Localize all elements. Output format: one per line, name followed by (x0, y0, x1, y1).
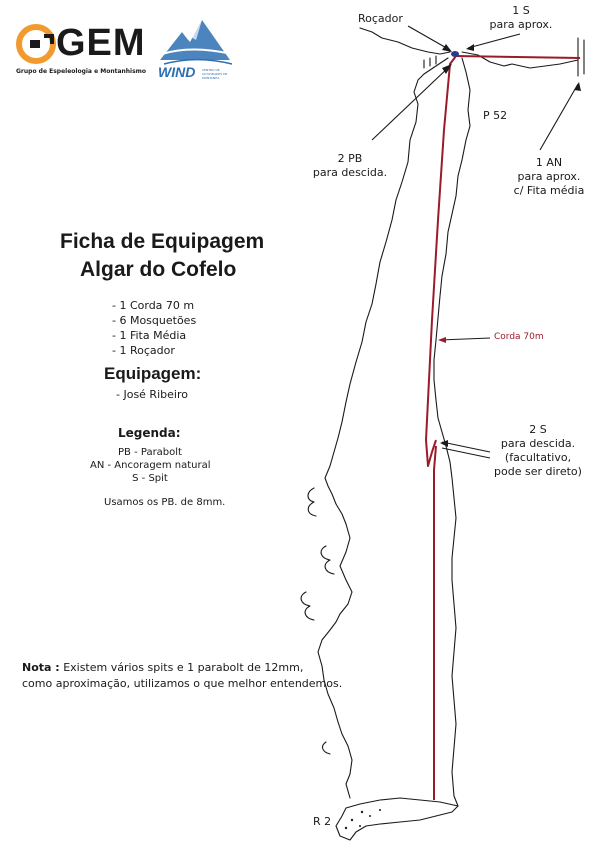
page-title-line1: Ficha de Equipagem (60, 230, 265, 253)
label-spit-top: 1 S para aprox. (486, 4, 556, 32)
material-list: - 1 Corda 70 m - 6 Mosquetões - 1 Fita M… (112, 298, 196, 358)
gem-wordmark: GEM (56, 22, 146, 64)
label-rocador: Roçador (358, 12, 403, 25)
rope-lower (433, 445, 437, 800)
arrow-spits-mid-1 (441, 441, 491, 453)
arrow-spit-top (467, 33, 521, 49)
label-spits-mid-line: (facultativo, (504, 451, 572, 464)
cave-wall-ledge-3 (300, 591, 315, 621)
arrow-an (539, 83, 579, 151)
page-title-line2: Algar do Cofelo (80, 258, 237, 281)
arrowhead-an (574, 82, 581, 91)
label-rope: Corda 70m (494, 332, 544, 342)
arrowhead-spit-top (466, 44, 474, 51)
rope-approach (455, 55, 581, 59)
floor-rubble (344, 809, 381, 830)
nota-line1: Nota : Existem vários spits e 1 parabolt… (22, 660, 342, 676)
equipagem-heading: Equipagem: (104, 364, 202, 383)
nota-label: Nota : (22, 661, 60, 674)
cave-wall-right (433, 57, 471, 807)
cave-wall-top-right (461, 51, 579, 69)
arrow-rocador (407, 25, 451, 51)
material-item: - 6 Mosquetões (112, 314, 197, 327)
arrow-spits-mid-2 (441, 447, 491, 459)
label-an-line: c/ Fita média (513, 184, 585, 197)
label-bottom: R 2 (313, 815, 332, 828)
label-spit-top-line: 1 S (512, 4, 530, 17)
cave-floor (335, 797, 459, 841)
arrow-pb (371, 65, 451, 141)
label-pb-line: para descida. (312, 166, 388, 179)
material-item: - 1 Fita Média (112, 329, 187, 342)
cave-wall-ledge-2 (320, 545, 335, 575)
wind-logo-mountain (160, 20, 233, 65)
material-item: - 1 Corda 70 m (112, 299, 195, 312)
wind-logo: WIND CENTRO DE ACTIVIDADES DE MONTANHA (158, 14, 238, 86)
arrowhead-spits-mid (440, 440, 448, 447)
label-spits-mid-line: pode ser direto) (494, 465, 582, 478)
cave-wall-left (317, 57, 449, 799)
arrowhead-pb (442, 64, 452, 74)
label-spits-mid-line: 2 S (529, 423, 547, 436)
label-pb-line: 2 PB (337, 152, 363, 165)
gem-logo: GEM Grupo de Espeleologia e Montanhismo (16, 22, 156, 82)
material-item: - 1 Roçador (112, 344, 175, 357)
cave-wall-ledge-1 (307, 487, 317, 517)
arrowhead-rocador (442, 44, 452, 52)
rope-main (425, 55, 457, 467)
gem-subtitle: Grupo de Espeleologia e Montanhismo (16, 68, 147, 75)
label-spit-top-line: para aprox. (489, 18, 553, 31)
cave-wall-ledge-4 (321, 741, 331, 755)
nota-block: Nota : Existem vários spits e 1 parabolt… (22, 660, 342, 692)
legenda-note: Usamos os PB. de 8mm. (104, 497, 226, 508)
wind-wordmark: WIND (158, 64, 196, 80)
legenda-heading: Legenda: (118, 426, 181, 440)
label-pitch: P 52 (483, 109, 508, 122)
label-spits-mid-line: para descida. (500, 437, 576, 450)
gem-logo-mark (16, 24, 56, 64)
legenda-item: PB - Parabolt (118, 447, 182, 458)
legenda-list: PB - Parabolt AN - Ancoragem natural S -… (90, 446, 210, 485)
label-spits-mid: 2 S para descida. (facultativo, pode ser… (488, 423, 588, 479)
arrow-rope-label (439, 337, 491, 341)
label-an: 1 AN para aprox. c/ Fita média (508, 156, 590, 198)
cave-wall-top-left (359, 27, 451, 55)
nota-text-1: Existem vários spits e 1 parabolt de 12m… (63, 661, 304, 674)
arrowhead-rope-label (438, 337, 446, 343)
wind-tagline: CENTRO DE ACTIVIDADES DE MONTANHA (202, 68, 228, 80)
legenda-item: S - Spit (132, 473, 168, 484)
nota-text-2: como aproximação, utilizamos o que melho… (22, 677, 343, 690)
label-pb: 2 PB para descida. (310, 152, 390, 180)
rocador-marker (451, 51, 459, 57)
surface-hatch (423, 55, 437, 69)
equipagem-name: - José Ribeiro (116, 388, 188, 401)
label-an-line: para aprox. (517, 170, 581, 183)
label-an-line: 1 AN (535, 156, 563, 169)
legenda-item: AN - Ancoragem natural (90, 460, 211, 471)
